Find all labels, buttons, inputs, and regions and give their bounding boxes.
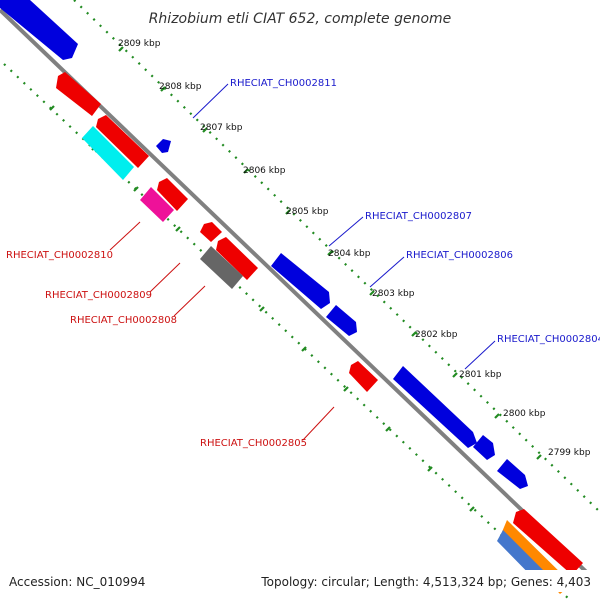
reverse-label-connectors xyxy=(109,221,335,441)
gene-label-reverse[interactable]: RHECIAT_CH0002810 xyxy=(6,250,113,261)
kbp-label: 2804 kbp xyxy=(328,249,371,259)
inner-tick-track xyxy=(3,63,571,600)
kbp-labels: 2809 kbp 2808 kbp 2807 kbp 2806 kbp 2805… xyxy=(118,39,591,458)
kbp-label: 2806 kbp xyxy=(243,166,286,176)
footer-background xyxy=(0,570,600,592)
kbp-label: 2800 kbp xyxy=(503,409,546,419)
gene-label-reverse[interactable]: RHECIAT_CH0002808 xyxy=(70,315,177,326)
gene-red-1[interactable] xyxy=(56,72,101,116)
gene-label-reverse[interactable]: RHECIAT_CH0002809 xyxy=(45,290,152,301)
forward-label-connectors xyxy=(192,83,496,370)
gene-blue-2804c[interactable] xyxy=(497,459,528,489)
kbp-label: 2805 kbp xyxy=(286,207,329,217)
gene-label-forward[interactable]: RHECIAT_CH0002806 xyxy=(406,250,513,261)
gene-blue-2807[interactable] xyxy=(271,253,330,309)
title-background xyxy=(140,5,465,31)
gene-blue-top[interactable] xyxy=(0,0,78,60)
genome-backbone xyxy=(0,8,600,587)
kbp-label: 2801 kbp xyxy=(459,370,502,380)
outer-major-ticks xyxy=(118,46,542,460)
gene-red-2805[interactable] xyxy=(349,361,378,392)
gene-label-reverse[interactable]: RHECIAT_CH0002805 xyxy=(200,438,307,449)
gene-red-5[interactable] xyxy=(216,237,258,280)
gene-red-2[interactable] xyxy=(96,115,149,168)
gene-magenta[interactable] xyxy=(140,187,174,222)
kbp-label: 2799 kbp xyxy=(548,448,591,458)
gene-red-4[interactable] xyxy=(200,222,222,242)
gene-cyan[interactable] xyxy=(82,126,134,180)
gene-label-forward[interactable]: RHECIAT_CH0002807 xyxy=(365,211,472,222)
reverse-strand-genes xyxy=(56,72,583,594)
gene-gray[interactable] xyxy=(200,246,243,289)
gene-blue-small[interactable] xyxy=(156,139,171,153)
gene-blue-2804a[interactable] xyxy=(393,366,477,448)
map-title: Rhizobium etli CIAT 652, complete genome xyxy=(149,11,452,27)
accession-text: Accession: NC_010994 xyxy=(9,575,145,589)
kbp-label: 2807 kbp xyxy=(200,123,243,133)
gene-labels: RHECIAT_CH0002811 RHECIAT_CH0002807 RHEC… xyxy=(6,78,600,449)
gene-red-3[interactable] xyxy=(157,178,188,211)
kbp-label: 2802 kbp xyxy=(415,330,458,340)
gene-label-forward[interactable]: RHECIAT_CH0002804 xyxy=(497,334,600,345)
gene-blue-2804b[interactable] xyxy=(473,435,495,460)
gene-red-bottom[interactable] xyxy=(513,509,583,575)
forward-strand-genes xyxy=(0,0,528,489)
gene-blue-2806b[interactable] xyxy=(326,305,357,336)
kbp-label: 2809 kbp xyxy=(118,39,161,49)
genome-summary-text: Topology: circular; Length: 4,513,324 bp… xyxy=(260,575,591,589)
gene-label-forward[interactable]: RHECIAT_CH0002811 xyxy=(230,78,337,89)
kbp-label: 2803 kbp xyxy=(372,289,415,299)
kbp-label: 2808 kbp xyxy=(159,82,202,92)
